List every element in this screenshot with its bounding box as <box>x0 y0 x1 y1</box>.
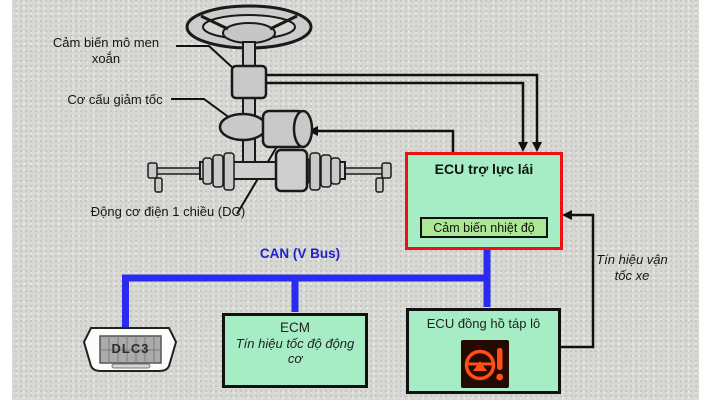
eps-ecu-title: ECU trợ lực lái <box>434 161 534 177</box>
steering-wheel-drawing <box>185 4 313 50</box>
cluster-ecu-title: ECU đồng hồ táp lô <box>426 316 541 331</box>
can-bus-lines <box>122 249 491 331</box>
label-speed-signal: Tín hiệu vận tốc xe <box>596 252 668 283</box>
dlc3-connector-drawing <box>82 327 178 372</box>
page-margin-left <box>0 0 12 400</box>
dlc3-label: DLC3 <box>111 341 150 356</box>
ecm-box: ECM Tín hiệu tốc độ động cơ <box>222 313 368 388</box>
label-can-bus: CAN (V Bus) <box>259 246 341 261</box>
label-reduction-gear: Cơ cấu giảm tốc <box>67 92 163 107</box>
label-dc-motor: Động cơ điện 1 chiều (DC) <box>90 204 246 219</box>
torque-sensor-drawing <box>230 64 268 100</box>
temp-sensor-label: Cảm biến nhiệt độ <box>433 220 535 235</box>
ecm-subtitle: Tín hiệu tốc độ động cơ <box>235 336 355 366</box>
steering-rack-drawing <box>147 148 392 193</box>
temp-sensor-box: Cảm biến nhiệt độ <box>420 217 548 238</box>
eps-ecu-box: ECU trợ lực lái Cảm biến nhiệt độ <box>405 152 563 250</box>
page-margin-right <box>699 0 711 400</box>
dc-motor-drawing <box>261 109 314 149</box>
ecm-title: ECM <box>280 320 310 335</box>
steering-column-drawing <box>218 41 273 165</box>
eps-warning-light-icon <box>461 340 509 388</box>
signal-lines <box>266 73 595 349</box>
reduction-gear-drawing <box>218 112 268 142</box>
label-torque-sensor: Cảm biến mô men xoắn <box>52 35 160 66</box>
cluster-ecu-box: ECU đồng hồ táp lô <box>406 308 561 394</box>
